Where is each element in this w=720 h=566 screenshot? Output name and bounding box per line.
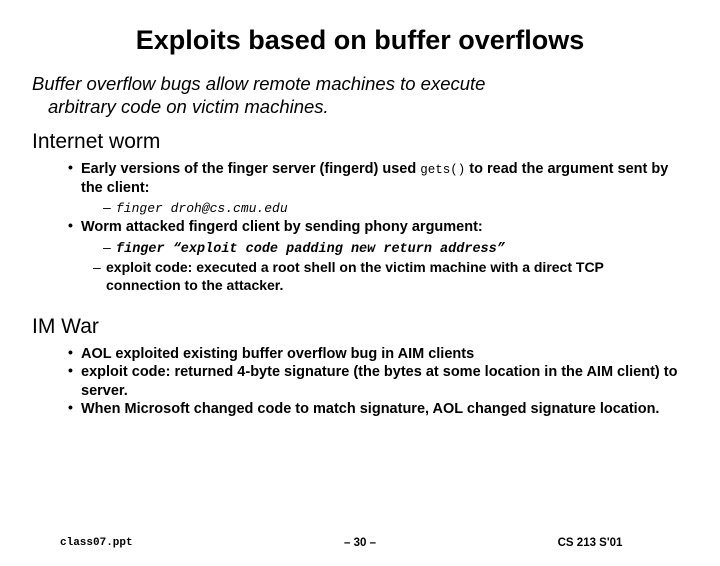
list-item: exploit code: executed a root shell on t… (93, 258, 680, 294)
list-item: exploit code: returned 4-byte signature … (68, 362, 690, 400)
slide-footer: class07.ppt – 30 – CS 213 S'01 (0, 537, 720, 553)
internet-worm-sub-bullets-2: finger “exploit code padding new return … (81, 238, 690, 295)
bullet-text-after: to read the argument sent by the client: (81, 161, 669, 196)
list-item: AOL exploited existing buffer overflow b… (68, 344, 690, 364)
list-item: finger “exploit code padding new return … (103, 238, 680, 259)
page-title: Exploits based on buffer overflows (135, 25, 585, 55)
bullet-text-before: Worm attacked fingerd client by sending … (81, 219, 483, 236)
code-finger-command: finger droh@cs.cmu.edu (116, 201, 288, 217)
lead-line-2: arbitrary code on victim machines. (48, 96, 329, 118)
list-item: Worm attacked fingerd client by sending … (68, 217, 690, 295)
section-heading-internet-worm: Internet worm (32, 130, 161, 154)
list-item: finger droh@cs.cmu.edu (103, 198, 680, 218)
list-item: Early versions of the finger server (fin… (68, 159, 690, 218)
internet-worm-sub-bullets-1: finger droh@cs.cmu.edu (81, 198, 690, 218)
footer-course: CS 213 S'01 (557, 537, 623, 549)
internet-worm-bullets: Early versions of the finger server (fin… (0, 159, 720, 295)
slide: Exploits based on buffer overflows Buffe… (0, 25, 720, 566)
lead-paragraph: Buffer overflow bugs allow remote machin… (32, 72, 692, 119)
bullet-text-before: Early versions of the finger server (fin… (81, 161, 421, 178)
code-finger-exploit: finger “exploit code padding new return … (116, 241, 505, 257)
list-item: When Microsoft changed code to match sig… (68, 399, 690, 419)
inline-code-gets: gets() (420, 163, 466, 178)
lead-line-1: Buffer overflow bugs allow remote machin… (32, 72, 486, 94)
im-war-bullets: AOL exploited existing buffer overflow b… (0, 344, 720, 419)
section-heading-im-war: IM War (32, 314, 99, 338)
